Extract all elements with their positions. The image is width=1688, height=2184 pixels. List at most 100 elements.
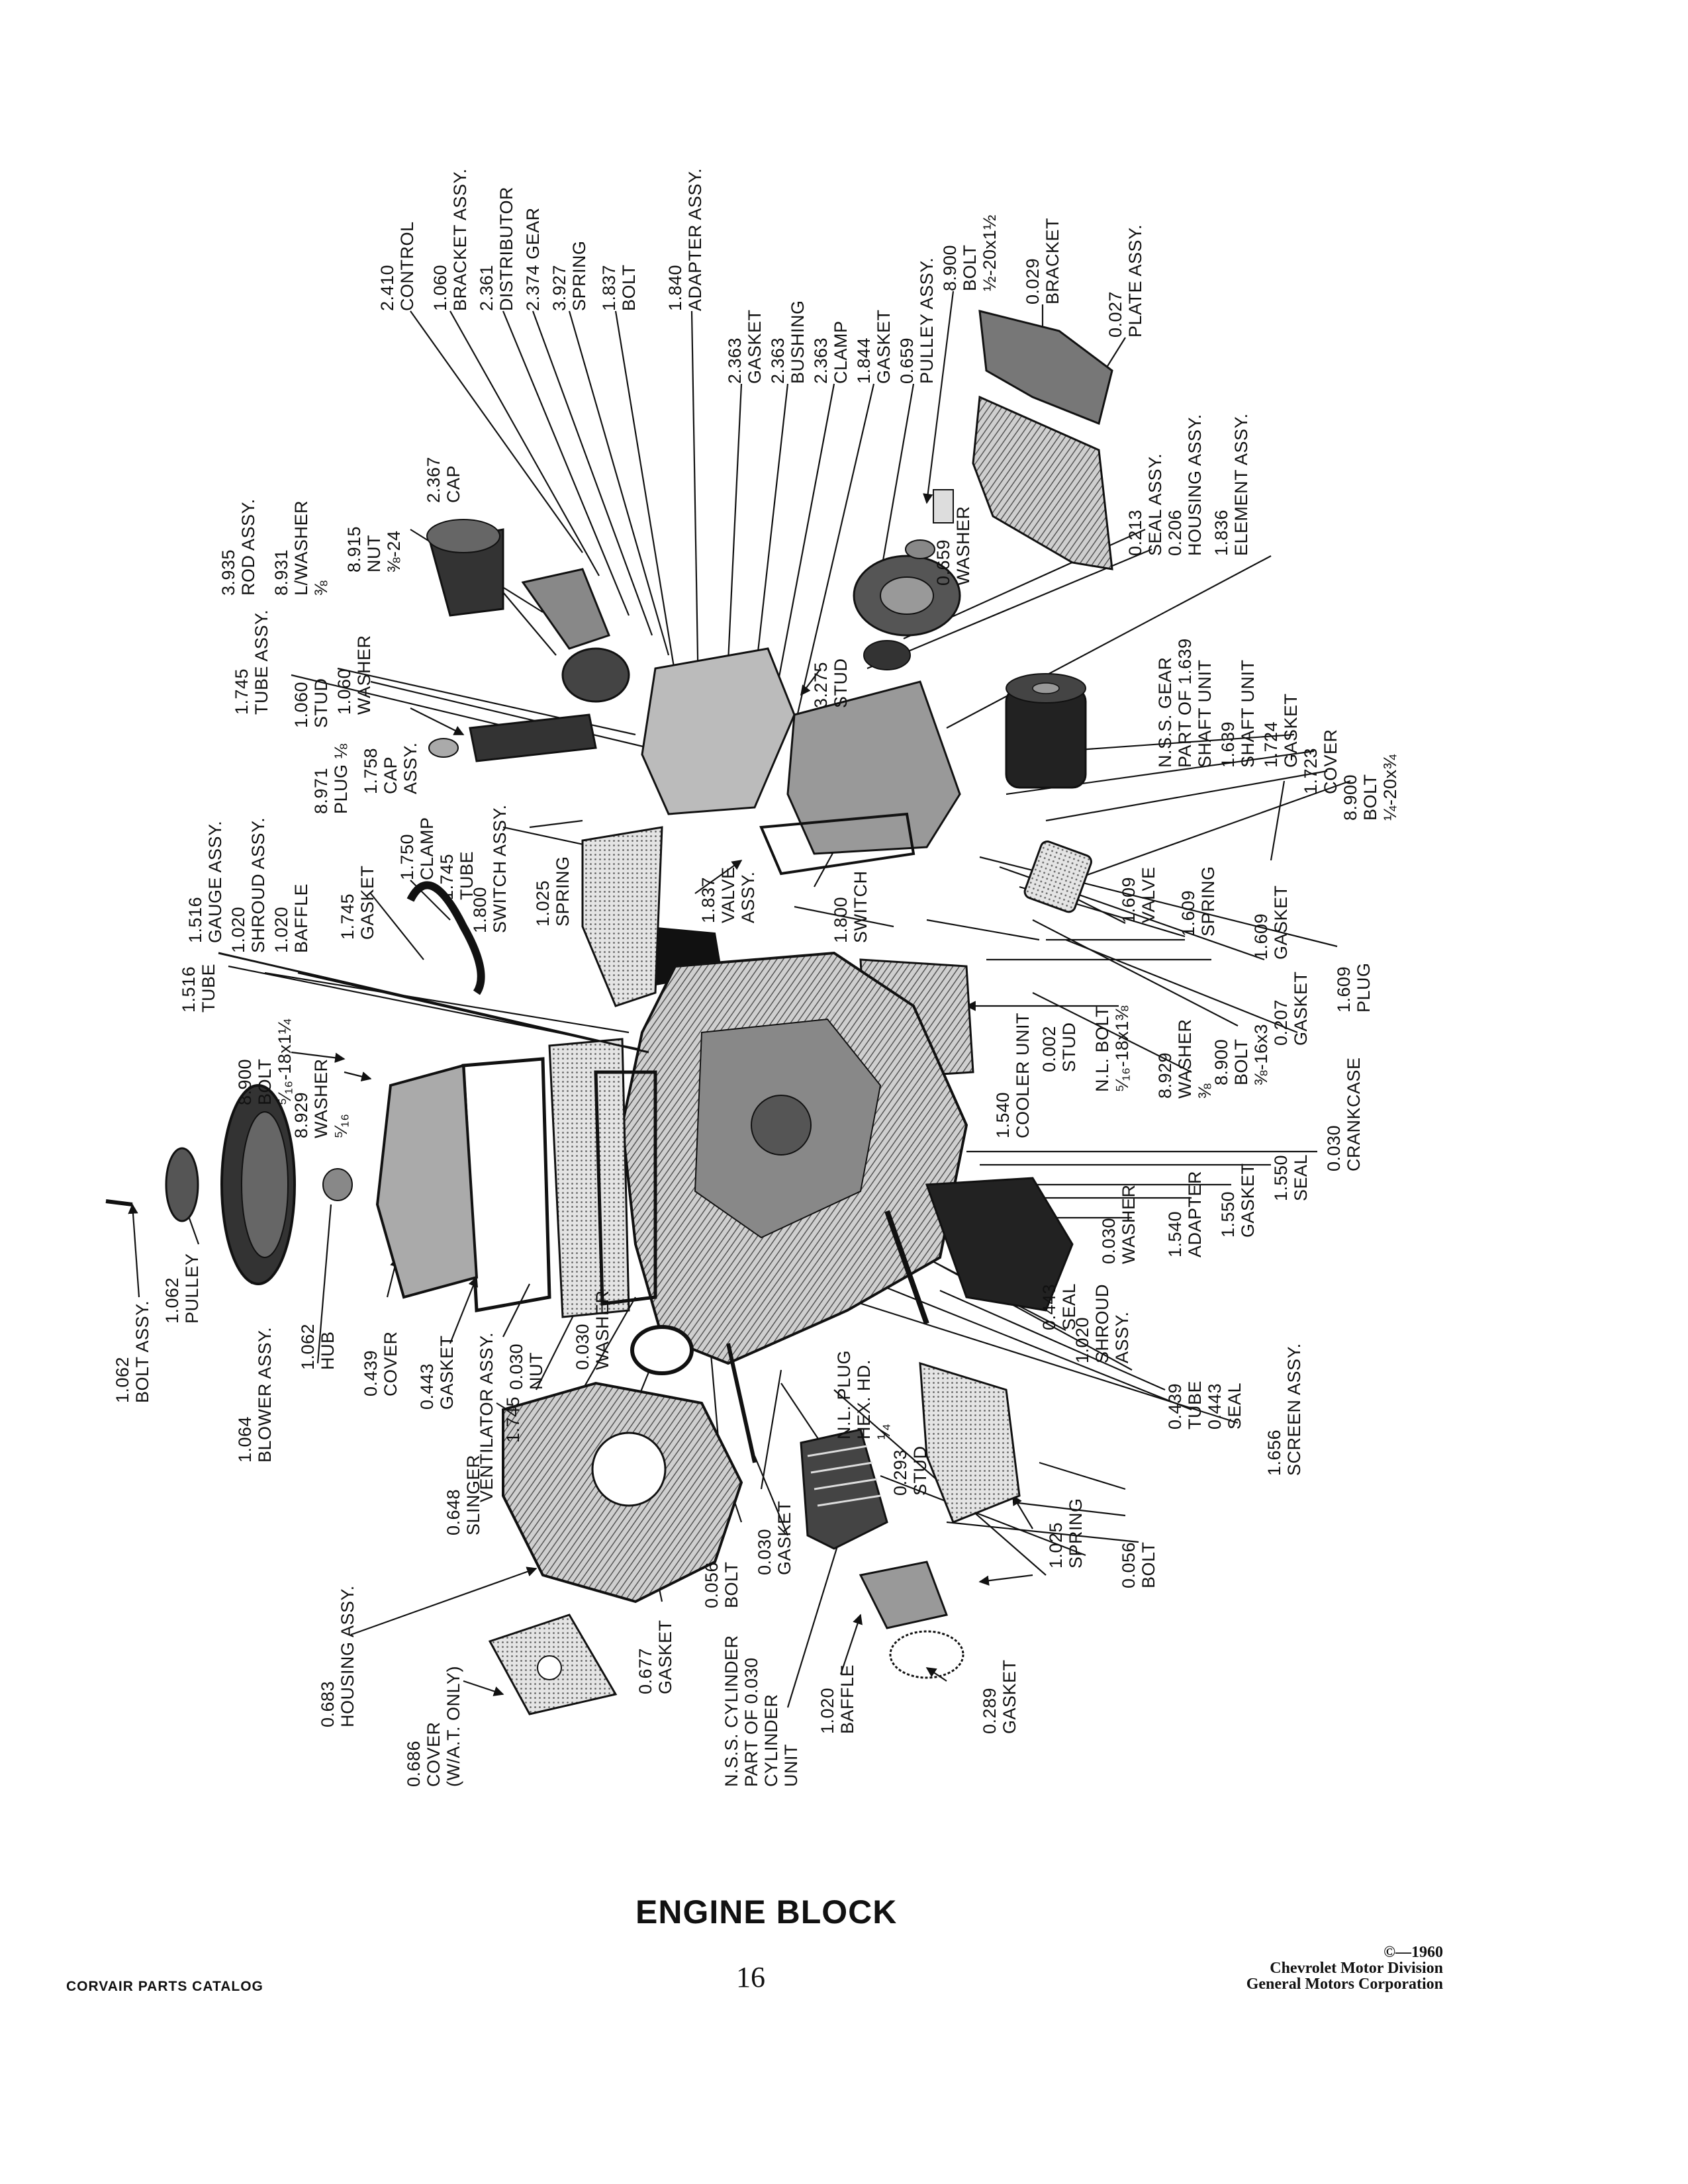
- callout-line: N.L. BOLT: [1092, 1005, 1112, 1092]
- callout-1020-shroud-assy: 1.020 SHROUD ASSY.: [228, 817, 268, 953]
- callout-line: 1.840: [665, 264, 685, 311]
- callout-line: 8.900: [1340, 774, 1360, 821]
- callout-line: GASKET: [1291, 971, 1311, 1046]
- callout-line: VALVE: [1139, 866, 1158, 923]
- callout-line: WASHER: [592, 1290, 612, 1370]
- callout-line: L/WASHER: [291, 500, 311, 596]
- callout-line: 1.800: [470, 886, 490, 933]
- callout-line: PLATE ASSY.: [1125, 224, 1145, 338]
- callout-line: DISTRIBUTOR: [496, 186, 516, 311]
- callout-line: PART OF 0.030: [741, 1657, 761, 1787]
- callout-1020-shroud-assy-right: 1.020 SHROUD ASSY.: [1072, 1284, 1132, 1363]
- callout-line: 1.745: [437, 853, 457, 900]
- callout-nss-cylinder: N.S.S. CYLINDER PART OF 0.030 CYLINDER U…: [722, 1635, 801, 1787]
- callout-1750-clamp: 1.750 CLAMP: [397, 817, 437, 880]
- callout-line: 1.609: [1178, 889, 1198, 936]
- callout-line: SPRING: [569, 240, 589, 311]
- callout-line: 1.064: [235, 1416, 255, 1463]
- callout-line: 0.659: [933, 539, 953, 586]
- callout-1550-gasket: 1.550 GASKET: [1218, 1163, 1258, 1238]
- callout-0293-stud: 0.293 STUD: [890, 1446, 930, 1496]
- callout-line: 1.724: [1261, 721, 1281, 768]
- callout-line: TUBE: [1185, 1380, 1205, 1430]
- callout-line: CONTROL: [397, 221, 417, 311]
- callout-8915-nut: 8.915 NUT ⅜-24: [344, 526, 404, 572]
- callout-line: SEAL: [1291, 1154, 1311, 1201]
- callout-line: 0.686: [404, 1740, 424, 1787]
- callout-0289-gasket: 0.289 GASKET: [980, 1659, 1019, 1734]
- callout-0206-housing-assy: 0.206 HOUSING ASSY.: [1165, 414, 1205, 556]
- callout-8900-bolt-quarter: 8.900 BOLT ¼-20x¾: [1340, 754, 1400, 821]
- callout-1020-baffle-lower: 1.020 BAFFLE: [818, 1664, 857, 1734]
- callout-line: BLOWER ASSY.: [255, 1326, 275, 1463]
- callout-line: 0.029: [1023, 257, 1043, 304]
- callout-line: SEAL: [1225, 1382, 1244, 1430]
- callout-line: 1.745: [338, 893, 357, 940]
- callout-line: HOUSING ASSY.: [1185, 414, 1205, 556]
- callout-line: 1.020: [271, 906, 291, 953]
- callout-line: SWITCH: [851, 870, 870, 943]
- callout-line: ROD ASSY.: [238, 498, 258, 596]
- callout-0443-gasket: 0.443 GASKET: [417, 1335, 457, 1410]
- callout-line: 0.056: [702, 1561, 722, 1608]
- callout-line: CAP: [444, 465, 463, 503]
- callout-line: 1.060: [334, 668, 354, 715]
- callout-1020-baffle: 1.020 BAFFLE: [271, 884, 311, 953]
- callout-line: 2.363: [811, 337, 831, 384]
- callout-line: BOLT: [1360, 774, 1380, 821]
- callout-line: N.S.S. GEAR: [1155, 657, 1175, 768]
- callout-0443-seal-lower: 0.443 SEAL: [1205, 1383, 1244, 1430]
- callout-line: NUT: [364, 535, 384, 572]
- callout-line: 2.410: [377, 264, 397, 311]
- callout-line: 0.443: [417, 1363, 437, 1410]
- callout-line: ½-20x1½: [980, 214, 1000, 291]
- callout-line: SWITCH ASSY.: [490, 804, 510, 933]
- callout-0056-bolt-right: 0.056 BOLT: [1119, 1541, 1158, 1588]
- callout-line: 1.609: [1334, 966, 1354, 1013]
- callout-line: SPRING: [553, 856, 573, 927]
- callout-0030-crankcase: 0.030 CRANKCASE: [1324, 1057, 1364, 1171]
- callout-0056-bolt-left: 0.056 BOLT: [702, 1561, 741, 1608]
- callout-line: CRANKCASE: [1344, 1057, 1364, 1171]
- callout-line: PULLEY ASSY.: [917, 257, 937, 384]
- callout-line: GASKET: [774, 1500, 794, 1575]
- callout-0030-gasket: 0.030 GASKET: [755, 1500, 794, 1575]
- callout-line: 1.020: [228, 906, 248, 953]
- callout-line: N.L. PLUG: [834, 1349, 854, 1439]
- callout-nl-plug: N.L. PLUG HEX. HD. ¼: [834, 1350, 894, 1439]
- callout-line: GASKET: [874, 309, 894, 384]
- callout-line: STUD: [1059, 1022, 1079, 1073]
- callout-line: BOLT: [255, 1058, 275, 1105]
- callout-2361-distributor: 2.361 DISTRIBUTOR: [477, 187, 516, 311]
- callout-line: 1.844: [854, 337, 874, 384]
- callout-line: 8.915: [344, 525, 364, 572]
- callout-line: 0.030: [755, 1528, 774, 1575]
- callout-line: ¼: [874, 1424, 894, 1439]
- callout-line: ⅜: [311, 580, 331, 596]
- callout-nl-bolt: N.L. BOLT ⁵⁄₁₆-18x1⅜: [1092, 1005, 1132, 1092]
- bracket-0029: [978, 310, 1113, 426]
- callout-0207-gasket: 0.207 GASKET: [1271, 971, 1311, 1046]
- callout-line: PART OF 1.639: [1175, 638, 1195, 768]
- callout-line: COOLER UNIT: [1013, 1012, 1033, 1138]
- callout-0029-bracket: 0.029 BRACKET: [1023, 218, 1062, 304]
- callout-line: ELEMENT ASSY.: [1231, 413, 1251, 556]
- callout-1840-adapter-assy: 1.840 ADAPTER ASSY.: [665, 168, 705, 311]
- callout-8929-washer-3-8: 8.929 WASHER ⅜: [1155, 1019, 1215, 1099]
- callout-1837-bolt: 1.837 BOLT: [599, 264, 639, 311]
- callout-line: 2.363: [725, 337, 745, 384]
- callout-2410-control: 2.410 CONTROL: [377, 221, 417, 311]
- callout-line: TUBE ASSY.: [252, 609, 271, 715]
- callout-line: 1.836: [1211, 509, 1231, 556]
- callout-0659-pulley-assy: 0.659 PULLEY ASSY.: [897, 257, 937, 384]
- callout-0683-housing-assy: 0.683 HOUSING ASSY.: [318, 1585, 357, 1727]
- callout-line: 3.275: [811, 661, 831, 708]
- callout-line: 2.361: [477, 264, 496, 311]
- callout-line: SHAFT UNIT: [1238, 659, 1258, 768]
- callout-line: 1.020: [818, 1687, 837, 1734]
- callout-line: STUD: [910, 1445, 930, 1496]
- callout-2367-cap: 2.367 CAP: [424, 457, 463, 503]
- callout-line: ASSY.: [738, 871, 758, 923]
- callout-line: 2.374 GEAR: [523, 207, 543, 311]
